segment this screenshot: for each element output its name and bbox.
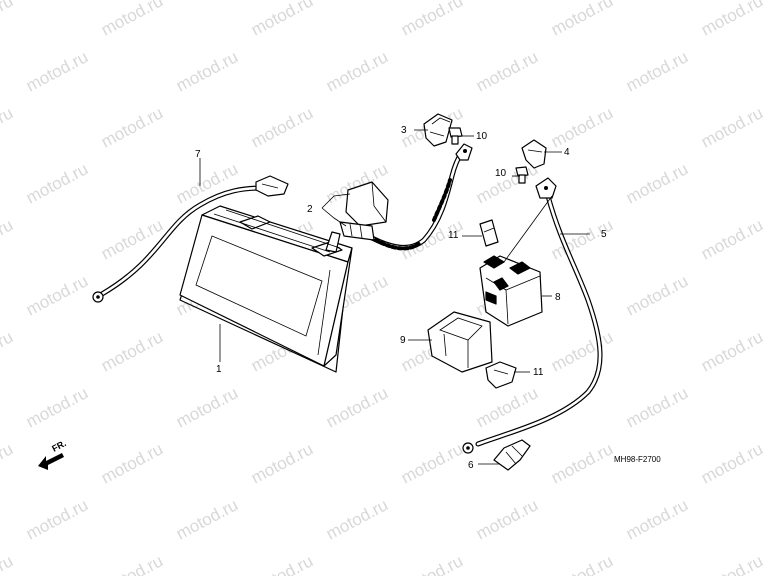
watermark-text: motod.ru <box>698 439 766 487</box>
callouts: 7 1 2 3 10 10 4 5 11 8 9 11 6 <box>195 125 607 471</box>
watermark-text: motod.ru <box>23 47 91 95</box>
watermark-text: motod.ru <box>248 439 316 487</box>
watermark-text: motod.ru <box>23 159 91 207</box>
terminal-cover-4[interactable] <box>521 139 547 169</box>
callout-4: 4 <box>564 147 570 158</box>
watermark-text: motod.ru <box>98 327 166 375</box>
watermark-text: motod.ru <box>323 47 391 95</box>
callout-10-lower: 10 <box>495 168 507 179</box>
watermark-text: motod.ru <box>548 327 616 375</box>
watermark-text: motod.ru <box>473 159 541 207</box>
watermark-text: motod.ru <box>698 103 766 151</box>
watermark-text: motod.ru <box>548 439 616 487</box>
watermark-text: motod.ru <box>548 551 616 576</box>
watermark-text: motod.ru <box>248 0 316 40</box>
watermark-text: motod.ru <box>548 103 616 151</box>
callout-6: 6 <box>468 460 474 471</box>
watermark-text: motod.ru <box>398 551 466 576</box>
watermark-text: motod.ru <box>698 215 766 263</box>
callout-5: 5 <box>601 229 607 240</box>
rubber-boot[interactable] <box>493 439 531 471</box>
watermark-text: motod.ru <box>548 0 616 40</box>
starter-relay[interactable] <box>479 255 543 327</box>
watermark-text: motod.ru <box>323 383 391 431</box>
callout-3: 3 <box>401 125 407 136</box>
watermark-text: motod.ru <box>698 0 766 40</box>
callout-10-upper: 10 <box>476 131 488 142</box>
battery[interactable] <box>179 205 353 373</box>
watermark-text: motod.ru <box>98 0 166 40</box>
watermark-text: motod.ru <box>0 439 16 487</box>
watermark-text: motod.ru <box>698 551 766 576</box>
watermark-text: motod.ru <box>0 327 16 375</box>
callout-8: 8 <box>555 292 561 303</box>
relay-cover[interactable] <box>427 311 493 373</box>
watermark-text: motod.ru <box>173 47 241 95</box>
watermark-text: motod.ru <box>0 215 16 263</box>
watermark-text: motod.ru <box>0 0 16 40</box>
fuse-11-upper[interactable] <box>479 219 499 247</box>
callout-11-upper: 11 <box>448 230 459 241</box>
callout-11-lower: 11 <box>533 367 544 378</box>
watermark-text: motod.ru <box>98 551 166 576</box>
watermark-text: motod.ru <box>398 0 466 40</box>
callout-2: 2 <box>307 204 313 215</box>
watermark-text: motod.ru <box>473 47 541 95</box>
watermark-text: motod.ru <box>623 159 691 207</box>
bolt-10-lower[interactable] <box>515 166 529 184</box>
watermark-text: motod.ru <box>473 495 541 543</box>
watermark-text: motod.ru <box>0 103 16 151</box>
starter-cable[interactable] <box>462 177 603 454</box>
watermark-text: motod.ru <box>98 103 166 151</box>
watermark-text: motod.ru <box>623 47 691 95</box>
callout-1: 1 <box>216 364 222 375</box>
callout-9: 9 <box>400 335 406 346</box>
front-arrow-icon <box>38 453 64 470</box>
watermark-text: motod.ru <box>173 383 241 431</box>
watermark-text: motod.ru <box>98 215 166 263</box>
front-label: FR. <box>50 438 67 454</box>
negative-cable[interactable] <box>92 175 289 303</box>
watermark-text: motod.ru <box>98 439 166 487</box>
watermark-text: motod.ru <box>23 495 91 543</box>
watermark-text: motod.ru <box>398 439 466 487</box>
watermark-text: motod.ru <box>623 271 691 319</box>
watermark-text: motod.ru <box>623 495 691 543</box>
front-direction-marker: FR. <box>38 438 68 470</box>
watermark-text: motod.ru <box>23 383 91 431</box>
watermark-text: motod.ru <box>623 383 691 431</box>
leader-lines <box>199 129 590 465</box>
callout-7: 7 <box>195 149 201 160</box>
watermark-text: motod.ru <box>173 495 241 543</box>
watermark-text: motod.ru <box>248 551 316 576</box>
fuse-11-lower[interactable] <box>485 361 517 389</box>
positive-cable[interactable] <box>339 143 473 251</box>
terminal-cover-3[interactable] <box>423 113 453 147</box>
watermark-text: motod.ru <box>698 327 766 375</box>
diagram-code: MH98-F2700 <box>614 455 661 464</box>
watermark-text: motod.ru <box>248 103 316 151</box>
watermark-text: motod.ru <box>323 495 391 543</box>
watermark-text: motod.ru <box>0 551 16 576</box>
watermark-text: motod.ru <box>23 271 91 319</box>
bolt-10-upper[interactable] <box>448 127 463 145</box>
